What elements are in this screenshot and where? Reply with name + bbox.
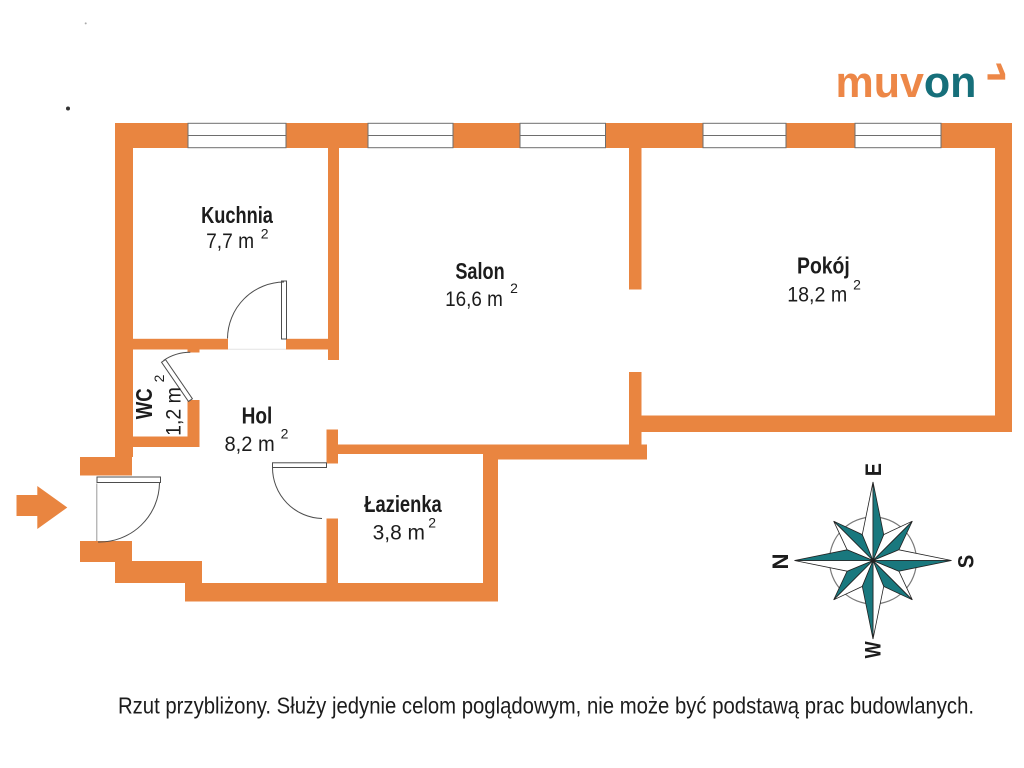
svg-text:N: N [768, 554, 793, 570]
svg-text:2: 2 [428, 515, 436, 531]
svg-text:on: on [924, 58, 977, 107]
svg-text:Kuchnia: Kuchnia [201, 202, 273, 228]
svg-text:2: 2 [281, 426, 289, 442]
svg-text:Salon: Salon [455, 258, 504, 284]
svg-text:2: 2 [853, 276, 861, 292]
svg-text:8,2 m: 8,2 m [225, 433, 275, 456]
svg-text:muv: muv [836, 58, 925, 107]
svg-text:3,8 m: 3,8 m [373, 522, 425, 545]
svg-text:7,7 m: 7,7 m [206, 230, 254, 253]
svg-text:2: 2 [261, 226, 269, 242]
svg-text:W: W [861, 641, 886, 658]
svg-text:E: E [861, 463, 886, 476]
svg-text:Pokój: Pokój [797, 252, 850, 278]
svg-text:Łazienka: Łazienka [364, 491, 442, 517]
svg-text:18,2 m: 18,2 m [787, 284, 847, 307]
svg-text:1,2 m: 1,2 m [163, 387, 186, 436]
svg-text:2: 2 [510, 280, 518, 296]
svg-text:S: S [954, 555, 979, 569]
svg-text:Hol: Hol [242, 403, 273, 429]
svg-text:2: 2 [151, 374, 167, 382]
svg-text:WC: WC [131, 388, 157, 419]
svg-text:Rzut przybliżony. Służy jedyni: Rzut przybliżony. Służy jedynie celom po… [118, 693, 974, 719]
svg-text:16,6 m: 16,6 m [445, 288, 503, 311]
